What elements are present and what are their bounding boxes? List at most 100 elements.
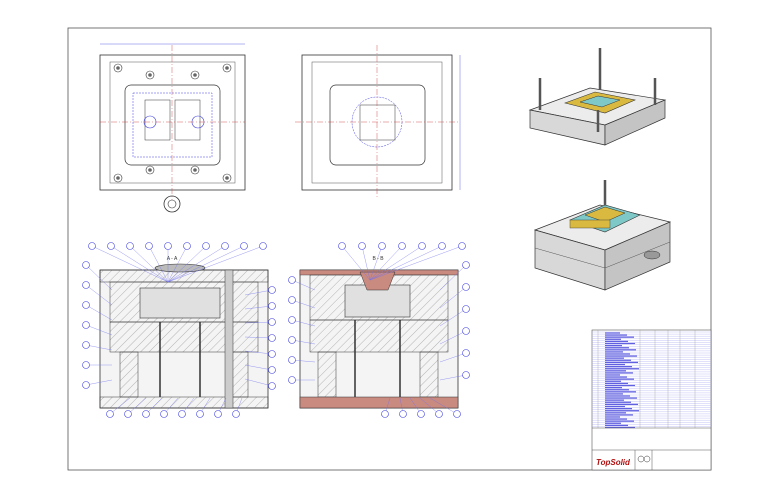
balloon xyxy=(462,327,470,335)
balloon xyxy=(288,356,296,364)
balloon xyxy=(145,242,153,250)
balloon-leader xyxy=(439,374,467,381)
balloon xyxy=(418,242,426,250)
balloon-leader xyxy=(85,344,113,351)
balloon-leader xyxy=(361,245,371,281)
balloon xyxy=(82,261,90,269)
balloon xyxy=(288,376,296,384)
balloon-leader xyxy=(341,245,371,281)
balloon xyxy=(268,382,276,390)
bom-cell-text xyxy=(605,380,621,382)
balloon xyxy=(82,321,90,329)
bom-cell-text xyxy=(605,332,620,334)
balloon-leader xyxy=(439,286,467,309)
balloon-leader xyxy=(369,245,383,281)
bom-cell-text xyxy=(605,420,634,422)
balloon xyxy=(458,242,466,250)
balloon-leader xyxy=(109,397,131,415)
bom-cell-text xyxy=(605,363,625,366)
bolt-head xyxy=(116,66,120,70)
balloon xyxy=(381,410,389,418)
bom-cell-text xyxy=(605,399,624,401)
balloon xyxy=(82,361,90,369)
balloon-leader xyxy=(129,245,169,283)
bom-cell-text xyxy=(605,397,637,399)
balloon-leader xyxy=(291,279,316,291)
bolt-head xyxy=(148,73,152,77)
bolt-hole xyxy=(113,63,123,73)
balloon xyxy=(214,410,222,418)
balloon xyxy=(232,410,240,418)
balloon-leader xyxy=(85,379,113,386)
balloon xyxy=(82,381,90,389)
balloon-leader xyxy=(419,397,440,415)
isometric-view-closed xyxy=(533,180,672,291)
balloon xyxy=(288,336,296,344)
balloon-leader xyxy=(244,321,273,324)
balloon xyxy=(288,316,296,324)
balloon-leader xyxy=(167,245,188,283)
balloon xyxy=(160,410,168,418)
balloon-leader xyxy=(244,350,273,355)
balloon xyxy=(268,302,276,310)
balloon xyxy=(126,242,134,250)
balloon xyxy=(462,261,470,269)
bom-cell-text xyxy=(605,340,628,342)
bom-cell-text xyxy=(605,412,626,414)
bolt-hole xyxy=(222,63,232,73)
balloon xyxy=(268,334,276,342)
bom-cell-text xyxy=(605,422,621,424)
bom-cell-text xyxy=(605,405,625,408)
balloon-leader xyxy=(429,397,458,415)
bom-cell-text xyxy=(605,378,634,380)
balloon-leader xyxy=(127,397,147,415)
balloon xyxy=(183,242,191,250)
balloon-leader xyxy=(167,245,245,283)
bom-cell-text xyxy=(605,395,630,397)
balloon-leader xyxy=(85,324,113,336)
balloon-leader xyxy=(85,304,113,321)
bom-cell-text xyxy=(605,336,634,338)
balloon xyxy=(240,242,248,250)
balloon xyxy=(268,366,276,374)
balloon-leader xyxy=(439,330,467,345)
balloon-leader xyxy=(291,299,316,309)
bom-cell-text xyxy=(605,382,628,384)
balloon-leader xyxy=(439,308,467,327)
balloon xyxy=(107,242,115,250)
balloon xyxy=(202,242,210,250)
balloon xyxy=(221,242,229,250)
bom-cell-text xyxy=(605,403,638,405)
section-b-b: B - B xyxy=(299,256,459,409)
bom-cell-text xyxy=(605,401,631,403)
balloon xyxy=(268,318,276,326)
balloon xyxy=(435,410,443,418)
balloon-leader xyxy=(369,245,443,281)
balloon xyxy=(106,410,114,418)
balloon xyxy=(399,410,407,418)
bom-cell-text xyxy=(605,424,628,426)
balloon xyxy=(288,276,296,284)
balloon-leader xyxy=(91,245,169,283)
balloon xyxy=(164,242,172,250)
bom-cell-text xyxy=(605,372,633,374)
balloon-leader xyxy=(291,339,316,345)
bom-cell-text xyxy=(605,418,627,420)
bolt-hole xyxy=(113,173,123,183)
balloon-leader xyxy=(167,245,207,283)
bom-cell-text xyxy=(605,345,622,347)
bolt-head xyxy=(116,176,120,180)
bom-cell-text xyxy=(605,359,631,361)
balloon xyxy=(259,242,267,250)
bom-cell-text xyxy=(605,349,636,351)
balloon xyxy=(462,283,470,291)
bom-cell-text xyxy=(605,357,624,359)
section-b-label: B - B xyxy=(372,256,384,262)
balloon xyxy=(462,371,470,379)
sheet-border xyxy=(67,27,712,471)
bolt-hole xyxy=(145,70,155,80)
balloon-leader xyxy=(148,245,169,283)
balloon-leader xyxy=(167,245,264,283)
balloon xyxy=(268,350,276,358)
